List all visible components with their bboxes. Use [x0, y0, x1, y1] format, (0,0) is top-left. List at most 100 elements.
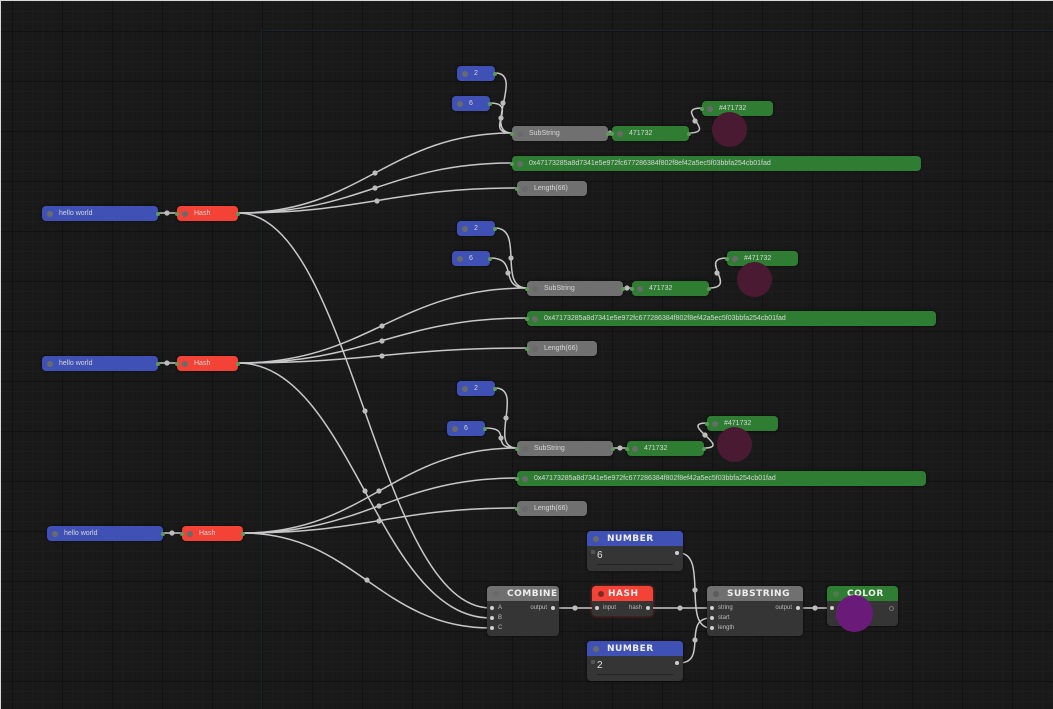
combine-node-header[interactable]: COMBINE — [487, 586, 559, 601]
output-pin[interactable] — [236, 211, 240, 216]
wire-midpoint-handle[interactable] — [692, 118, 698, 124]
hash-input[interactable]: input — [595, 605, 616, 611]
wire-midpoint-handle[interactable] — [702, 432, 708, 438]
wire-midpoint-handle[interactable] — [508, 255, 514, 261]
output-pin[interactable] — [488, 101, 492, 106]
wire-midpoint-handle[interactable] — [376, 503, 382, 509]
hash-graph-node[interactable]: HASH input hash — [592, 586, 653, 616]
input-pin[interactable] — [700, 106, 704, 111]
hash-node[interactable]: Hash — [175, 356, 240, 371]
wire-midpoint-handle[interactable] — [812, 605, 818, 611]
wire-midpoint-handle[interactable] — [498, 115, 504, 121]
input-pin[interactable] — [175, 361, 179, 366]
length-number-node[interactable]: 6 — [447, 421, 487, 436]
hash-node[interactable]: Hash — [175, 206, 240, 221]
output-pin[interactable] — [702, 446, 706, 451]
color-node[interactable]: #471732 — [725, 251, 798, 266]
substring-result-node[interactable]: 471732 — [610, 126, 691, 141]
substring-graph-node[interactable]: SUBSTRING string start length output — [707, 586, 803, 636]
combine-input-b[interactable]: B — [490, 615, 502, 621]
input-pin[interactable] — [625, 446, 629, 451]
substring-node[interactable]: SubString — [525, 281, 625, 296]
input-pin[interactable] — [510, 131, 514, 136]
hash-output-node[interactable]: 0x47173285a8d7341e5e972fc677286384f802f8… — [525, 311, 936, 326]
output-pin[interactable] — [156, 211, 160, 216]
substring-input-start[interactable]: start — [710, 615, 730, 621]
number-node-bottom[interactable]: NUMBER 2 — [587, 641, 683, 681]
input-pin[interactable] — [180, 531, 184, 536]
color-node[interactable]: #471732 — [700, 101, 773, 116]
output-pin[interactable] — [675, 661, 679, 665]
wire-midpoint-handle[interactable] — [362, 488, 368, 494]
output-pin[interactable] — [161, 531, 165, 536]
wire-midpoint-handle[interactable] — [498, 435, 504, 441]
wire-midpoint-handle[interactable] — [376, 488, 382, 494]
output-pin[interactable] — [488, 256, 492, 261]
substring-input-string[interactable]: string — [710, 605, 733, 611]
input-pin[interactable] — [630, 286, 634, 291]
substring-output[interactable]: output — [775, 605, 800, 611]
wire-midpoint-handle[interactable] — [364, 577, 370, 583]
wire-midpoint-handle[interactable] — [692, 587, 698, 593]
wire-midpoint-handle[interactable] — [372, 185, 378, 191]
text-input-node[interactable]: hello world — [42, 206, 160, 221]
combine-input-c[interactable]: C — [490, 625, 502, 631]
wire-midpoint-handle[interactable] — [505, 270, 511, 276]
text-input-node[interactable]: hello world — [42, 356, 160, 371]
start-number-node[interactable]: 2 — [457, 66, 497, 81]
output-pin[interactable] — [707, 286, 711, 291]
substring-node[interactable]: SubString — [515, 441, 615, 456]
input-pin[interactable] — [591, 660, 595, 664]
wire-midpoint-handle[interactable] — [503, 415, 509, 421]
start-number-node[interactable]: 2 — [457, 221, 497, 236]
wire-midpoint-handle[interactable] — [379, 353, 385, 359]
number-node-top[interactable]: NUMBER 6 — [587, 531, 683, 571]
input-pin[interactable] — [610, 131, 614, 136]
substring-result-node[interactable]: 471732 — [625, 441, 706, 456]
length-node[interactable]: Length(66) — [525, 341, 597, 356]
output-pin[interactable] — [493, 386, 497, 391]
output-pin[interactable] — [241, 531, 245, 536]
combine-node[interactable]: COMBINE A B C output — [487, 586, 559, 636]
combine-input-a[interactable]: A — [490, 605, 502, 611]
output-pin[interactable] — [156, 361, 160, 366]
input-pin[interactable] — [591, 550, 595, 554]
input-pin[interactable] — [705, 421, 709, 426]
substring-node-header[interactable]: SUBSTRING — [707, 586, 803, 601]
input-pin[interactable] — [830, 606, 834, 610]
input-pin[interactable] — [175, 211, 179, 216]
length-number-node[interactable]: 6 — [452, 96, 492, 111]
input-pin[interactable] — [515, 506, 519, 511]
output-pin[interactable] — [675, 551, 679, 555]
wire-midpoint-handle[interactable] — [677, 605, 683, 611]
number-value-input[interactable]: 2 — [597, 660, 603, 671]
output-pin[interactable] — [483, 426, 487, 431]
output-pin[interactable] — [621, 286, 625, 291]
output-pin[interactable] — [889, 606, 894, 611]
wire-midpoint-handle[interactable] — [379, 323, 385, 329]
wire-midpoint-handle[interactable] — [500, 100, 506, 106]
input-pin[interactable] — [725, 256, 729, 261]
input-pin[interactable] — [525, 286, 529, 291]
output-pin[interactable] — [493, 71, 497, 76]
input-pin[interactable] — [515, 476, 519, 481]
color-node[interactable]: #471732 — [705, 416, 778, 431]
wire-midpoint-handle[interactable] — [164, 360, 170, 366]
wire-midpoint-handle[interactable] — [374, 198, 380, 204]
length-node[interactable]: Length(66) — [515, 501, 587, 516]
wire-midpoint-handle[interactable] — [379, 338, 385, 344]
hash-node-header[interactable]: HASH — [592, 586, 653, 601]
number-node-header[interactable]: NUMBER — [587, 641, 683, 656]
hash-node[interactable]: Hash — [180, 526, 245, 541]
number-value-input[interactable]: 6 — [597, 550, 603, 561]
wire-midpoint-handle[interactable] — [624, 285, 630, 291]
input-pin[interactable] — [525, 316, 529, 321]
wire-midpoint-handle[interactable] — [372, 170, 378, 176]
hash-output-node[interactable]: 0x47173285a8d7341e5e972fc677286384f802f8… — [515, 471, 926, 486]
start-number-node[interactable]: 2 — [457, 381, 497, 396]
wire-midpoint-handle[interactable] — [714, 270, 720, 276]
number-node-header[interactable]: NUMBER — [587, 531, 683, 546]
length-node[interactable]: Length(66) — [515, 181, 587, 196]
substring-input-length[interactable]: length — [710, 625, 734, 631]
